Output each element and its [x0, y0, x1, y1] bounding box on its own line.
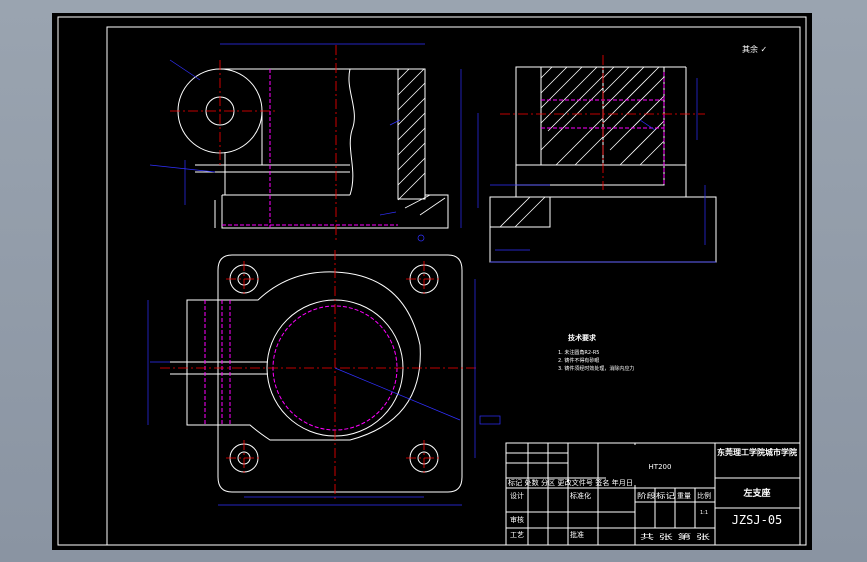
standardize-label: 标准化 [570, 491, 591, 500]
drawing-number: JZSJ-05 [732, 513, 783, 527]
review-label: 审核 [510, 515, 524, 524]
design-label: 设计 [510, 491, 524, 500]
revision-header-row: 标记 处数 分区 更改文件号 签名 年月日 [508, 478, 633, 487]
tech-requirement-2: 2. 铸件不得有砂眼 [558, 357, 599, 364]
sheet-label: 共 张 第 张 [640, 532, 710, 541]
front-base-outline [221, 195, 448, 229]
school-name: 东莞理工学院城市学院 [717, 447, 797, 457]
counterbore-section [489, 196, 551, 228]
scale-label: 比例 [697, 491, 711, 500]
material-label: HT200 [649, 463, 672, 471]
top-center-lines [160, 250, 478, 500]
weight-label: 重量 [677, 492, 691, 500]
side-hidden-lines [541, 72, 665, 185]
side-dimensions [477, 78, 716, 263]
roughness-note: 其余 ✓ [742, 44, 767, 54]
scale-value: 1:1 [700, 510, 708, 516]
side-center-lines [500, 55, 705, 190]
hatched-wall [397, 68, 426, 200]
part-name: 左支座 [742, 487, 770, 499]
top-dimensions [147, 279, 501, 506]
tech-requirements-title: 技术要求 [568, 333, 597, 342]
tech-requirement-1: 1. 未注圆角R2-R5 [558, 349, 599, 356]
inner-frame [106, 26, 801, 546]
stage-label: 阶段标记 [637, 491, 675, 500]
front-center-lines [170, 45, 337, 240]
title-block [505, 442, 801, 546]
front-dimensions [149, 43, 462, 242]
process-label: 工艺 [510, 531, 524, 539]
material-cell-bg [606, 445, 714, 485]
top-body-outline [186, 271, 421, 441]
break-line [348, 68, 355, 196]
front-hidden-lines [222, 69, 398, 228]
approve-label: 批准 [570, 530, 584, 539]
top-base-plate [217, 254, 463, 493]
tech-requirement-3: 3. 铸件须经时效处理，消除内应力 [558, 365, 634, 372]
front-hatch [397, 68, 446, 216]
front-view [177, 68, 449, 229]
